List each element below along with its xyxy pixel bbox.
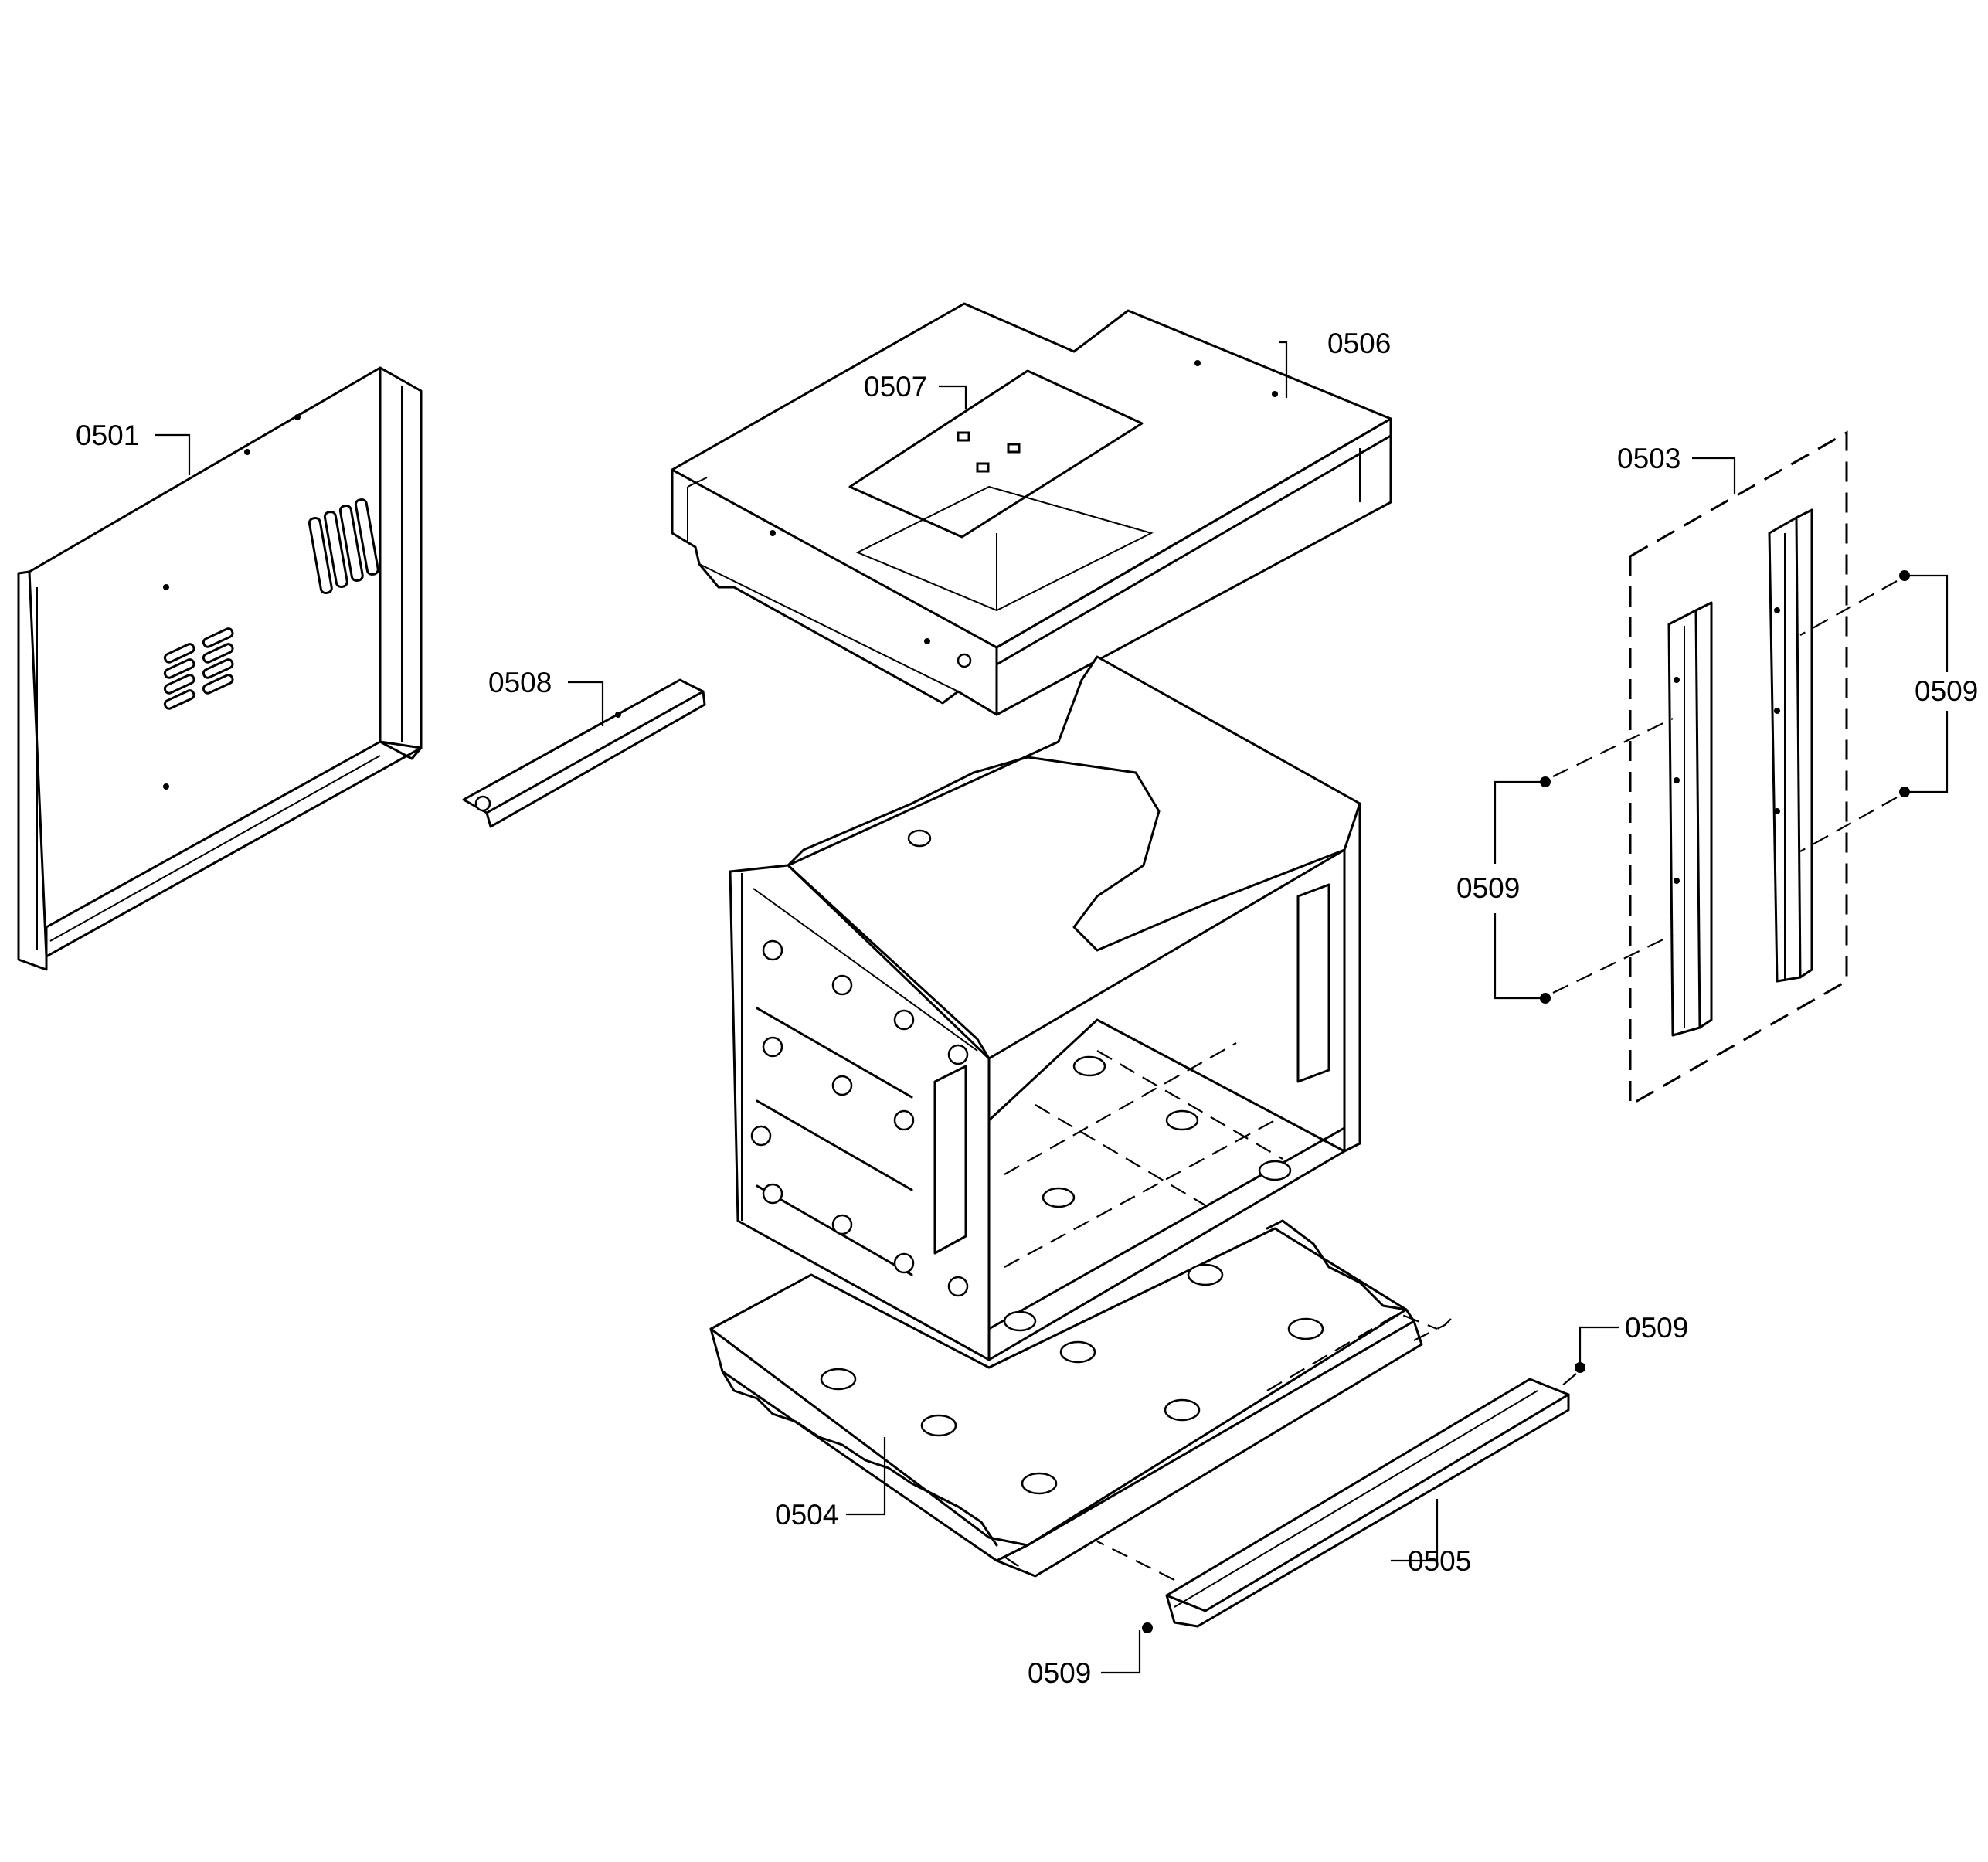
vent-slots-lower bbox=[163, 627, 234, 710]
part-0506-top-cover bbox=[671, 302, 1392, 716]
part-0504-bottom-tray bbox=[709, 1219, 1423, 1578]
callout-0504: 0504 bbox=[775, 1499, 838, 1531]
callout-0507: 0507 bbox=[864, 371, 927, 403]
part-0507-top-plate bbox=[848, 369, 1154, 612]
vent-slots-upper bbox=[308, 498, 379, 595]
callout-0509-right: 0509 bbox=[1915, 675, 1978, 707]
part-0508-bracket bbox=[462, 678, 706, 828]
callout-0503: 0503 bbox=[1617, 443, 1680, 474]
leader-lines bbox=[155, 341, 1949, 1674]
callout-labels: 0501 0506 0507 0508 0503 0509 0509 0509 … bbox=[76, 328, 1978, 1689]
screws-0509 bbox=[1142, 570, 1910, 1633]
callout-0506: 0506 bbox=[1327, 328, 1391, 359]
callout-0505: 0505 bbox=[1408, 1545, 1471, 1577]
part-0505-front-trim bbox=[1004, 1312, 1570, 1628]
main-cavity-frame bbox=[729, 655, 1361, 1361]
callout-0508: 0508 bbox=[488, 667, 552, 698]
callout-0501: 0501 bbox=[76, 420, 139, 451]
callout-0509-left: 0509 bbox=[1456, 872, 1520, 904]
part-0503-side-rails bbox=[1629, 430, 1848, 1107]
part-0501-back-panel bbox=[17, 366, 423, 971]
callout-0509-bottom-left: 0509 bbox=[1028, 1657, 1091, 1689]
callout-0509-bottom-right: 0509 bbox=[1625, 1312, 1688, 1344]
